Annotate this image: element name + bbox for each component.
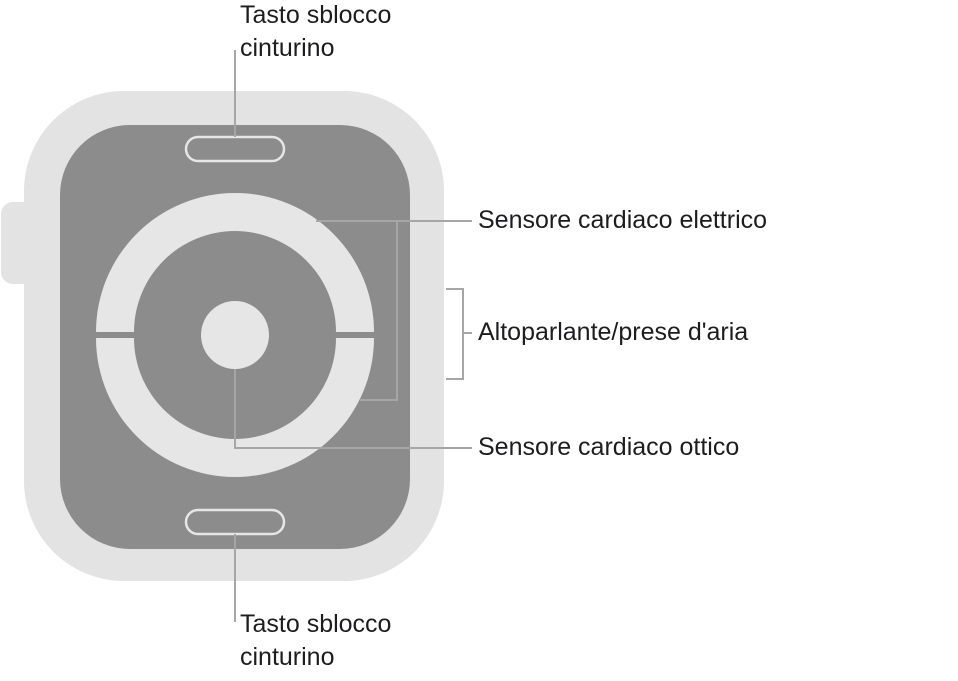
electrical-sensor-ring-bottom [96,338,374,477]
electrical-sensor-ring-top [96,193,374,332]
leader-line-electrical-sensor [316,220,472,401]
label-band-release-top-line1: Tasto sblocco [240,1,392,29]
bottom-band-release-button [184,508,286,536]
label-band-release-top-line2: cinturino [240,34,335,62]
label-band-release-bottom-line1: Tasto sblocco [240,610,392,638]
optical-sensor [201,301,269,369]
leader-line-speaker-vents [446,288,472,380]
top-band-release-button [184,135,286,163]
label-speaker-air-vents: Altoparlante/prese d'aria [478,318,749,346]
label-band-release-bottom: Tasto sblocco cinturino [240,608,391,674]
label-optical-heart-sensor: Sensore cardiaco ottico [478,433,740,461]
leader-line-optical-sensor [234,369,472,449]
label-band-release-bottom-line2: cinturino [240,643,335,671]
label-electrical-heart-sensor: Sensore cardiaco elettrico [478,206,768,234]
label-band-release-top: Tasto sblocco cinturino [240,0,391,65]
